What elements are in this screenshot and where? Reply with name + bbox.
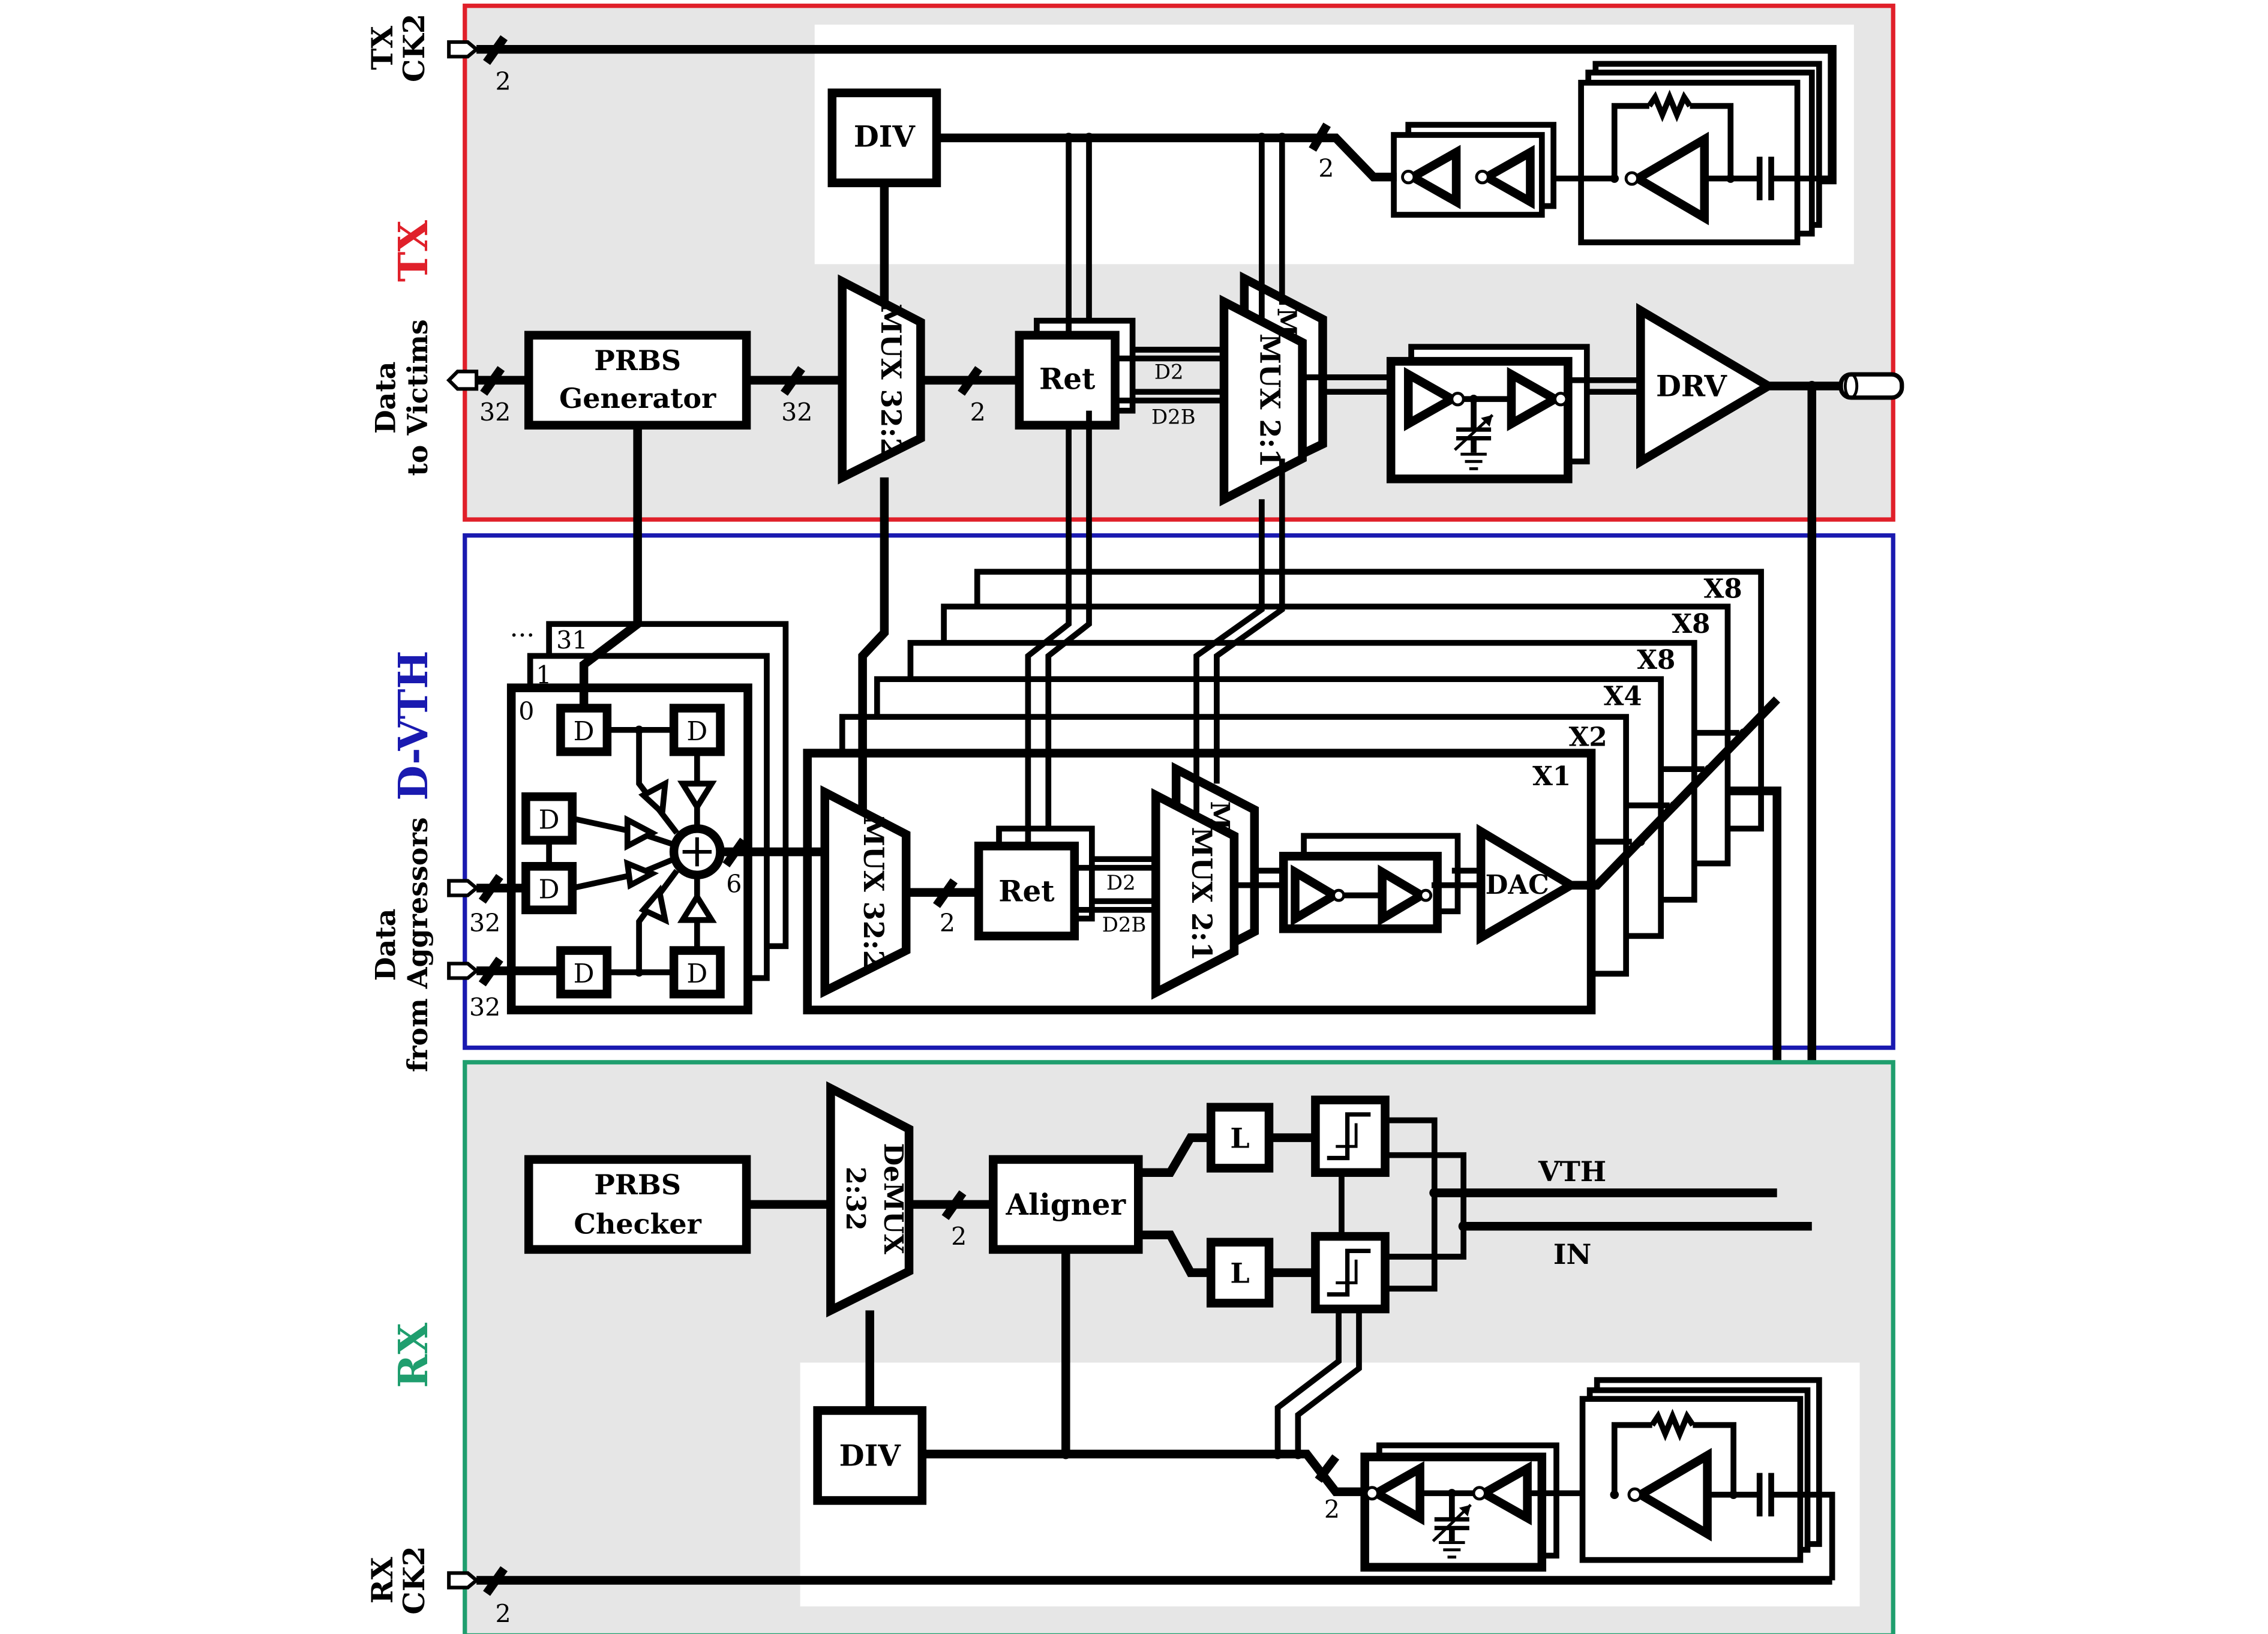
rx-demux [826,1081,914,1318]
tx-d2b-label: D2B [1151,405,1196,428]
data-to-victims-line2: to Victims [401,319,434,476]
dvth-ff-4: D [521,861,577,915]
dvth-dac-label: DAC [1486,870,1549,900]
dvth-ff-5: D [556,946,612,999]
dvth-reg-index-0: 0 [518,697,534,726]
rx-latch-top [1206,1103,1274,1173]
tx-mux32-2 [838,274,925,485]
rx-demux-line2: 2:32 [840,1167,871,1231]
dvth-mux32-2-label: MUX 32:2 [857,816,890,969]
rx-in-label: IN [1553,1238,1592,1270]
tx-d2-label: D2 [1154,360,1184,383]
rx-comparator-top [1311,1095,1390,1177]
data-to-victims-line1: Data [370,362,402,434]
tx-driver [1636,302,1777,470]
dvth-dac [1476,824,1580,945]
tx-prbs-generator-line1: PRBS [594,344,681,377]
rx-ck2-bus-width: 2 [496,1600,511,1629]
rx-prbs-checker [524,1155,751,1254]
dvth-stack-label-5: X2 [1569,722,1607,752]
tx-output-port [1838,372,1904,400]
dvth-sum-bus-width: 6 [726,870,742,899]
dvth-ff-1: D [556,704,612,756]
dvth-stack-label-1: X8 [1704,574,1742,605]
rx-section-label: RX [389,1323,437,1388]
tx-retimer [1015,331,1120,430]
dvth-ff-3: D [521,792,577,845]
svg-text:D: D [686,717,707,747]
tx-retimer-label: Ret [1039,362,1096,396]
dvth-section: X8 X8 X8 X4 X2 X1 31 1 0 ··· D D D D [447,386,1895,1227]
dvth-reg-index-31: 31 [556,626,587,654]
dvth-ff-6: D [669,946,725,999]
data-from-aggressors-line2: from Aggressors [401,817,434,1072]
rx-prbs-checker-line2: Checker [574,1208,701,1240]
rx-ck2-label-line2: CK2 [398,1546,431,1614]
dvth-aggressor-port-a [447,879,479,897]
rx-div-label: DIV [839,1439,902,1473]
svg-text:D: D [686,959,707,989]
dvth-reg-index-1: 1 [536,660,551,689]
rx-prbs-checker-line1: PRBS [594,1169,681,1201]
dvth-d2b-label: D2B [1102,913,1147,936]
dvth-retimer-label: Ret [998,875,1055,908]
tx-mux32-2-label: MUX 32:2 [875,304,907,456]
tx-mux2-1-label: MUX 2:1 [1253,334,1286,468]
dvth-ff-2: D [669,704,725,756]
tx-ck2-label-line1: TX [366,26,400,70]
dvth-bus-a: 32 [469,909,500,938]
rx-ck2-label-line1: RX [366,1557,400,1603]
dvth-stack-label-2: X8 [1672,609,1710,639]
dvth-bus-b: 32 [469,993,500,1022]
data-from-aggressors-line1: Data [370,909,402,981]
tx-ck2-port [447,40,479,59]
tx-mux2-1 [1219,295,1307,507]
dvth-aggressor-port-b [447,962,479,980]
rx-ck2-port [447,1571,479,1590]
tx-section: 2 DIV 2 [446,4,1904,522]
side-labels: TX CK2 TX Data to Victims D-VTH Data fro… [366,14,437,1615]
dvth-d2-label: D2 [1106,871,1136,894]
rx-aligner-label: Aligner [1006,1188,1126,1222]
svg-text:D: D [539,875,560,905]
rx-div-bus-width: 2 [1324,1495,1340,1524]
rx-vth-label: VTH [1538,1155,1606,1188]
tx-driver-label: DRV [1656,370,1727,403]
tx-section-label: TX [389,220,437,282]
tx-data-port [446,370,479,391]
tx-ck2-label-line2: CK2 [398,14,431,82]
dvth-section-label: D-VTH [389,651,437,801]
dvth-stack-label-4: X4 [1604,681,1642,712]
dvth-mux32-2 [820,785,911,999]
tx-in-bus-width: 32 [479,398,511,427]
tx-mux-bus-width: 2 [970,398,986,427]
dvth-reg-ellipsis: ··· [510,621,535,651]
rx-section: PRBS Checker DeMUX 2:32 2 Aligner L L [447,1060,1895,1634]
dvth-stack-label-3: X8 [1637,645,1675,675]
dvth-mux2-1 [1151,788,1239,1000]
dvth-stack-label-6: X1 [1532,761,1571,792]
tx-prbs-generator-line2: Generator [559,382,716,414]
svg-text:D: D [574,959,595,989]
dvth-mux-bus-width: 2 [940,909,955,938]
tx-ck2-bus-width: 2 [496,67,511,96]
dvth-retimer [974,842,1079,941]
rx-demux-bus-width: 2 [951,1223,967,1251]
tx-gen-bus-width: 32 [781,398,812,427]
tx-div-label: DIV [854,120,916,154]
tx-div-bus-width: 2 [1318,154,1334,183]
rx-latch-bottom-label: L [1230,1257,1249,1290]
dvth-mux2-1-label: MUX 2:1 [1186,827,1218,961]
rx-demux-line1: DeMUX [878,1143,908,1255]
svg-text:D: D [574,717,595,747]
svg-text:D: D [539,805,560,835]
rx-comparator-bottom [1311,1231,1390,1314]
rx-latch-top-label: L [1230,1122,1249,1155]
